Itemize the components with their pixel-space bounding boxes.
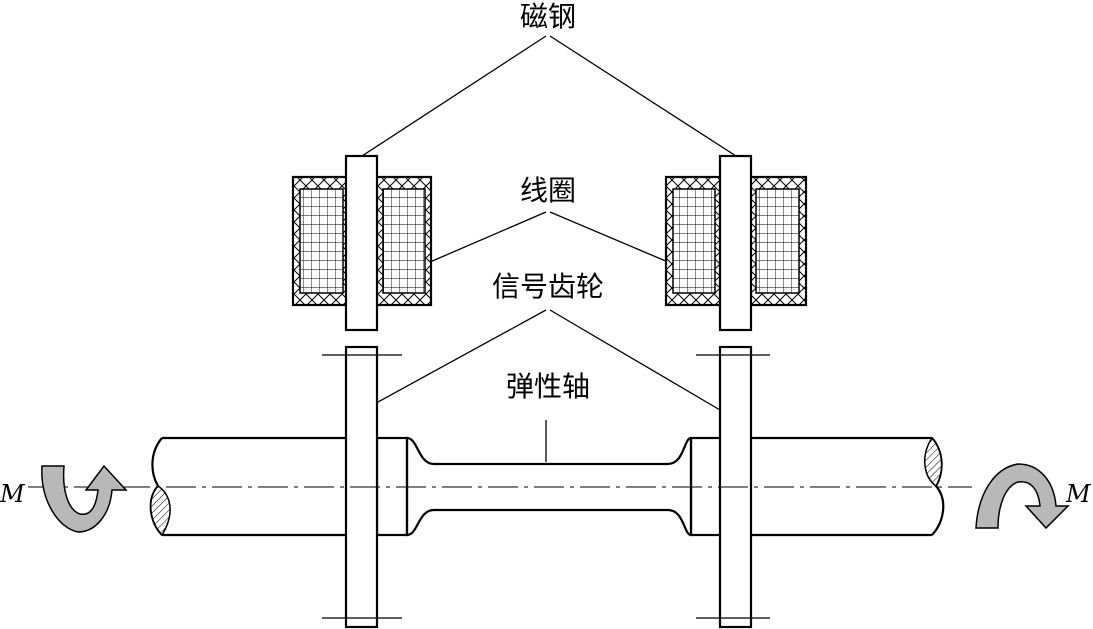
magnet-leader-lines [361, 35, 737, 157]
torque-left-label: M [0, 480, 26, 508]
right-shaft-section-hatch [924, 436, 943, 488]
right-coil-winding-b [755, 188, 800, 294]
left-magnet [344, 154, 379, 332]
right-magnet [718, 154, 753, 332]
left-coil-winding-b [382, 188, 426, 294]
right-pickup [664, 154, 808, 332]
coil-label: 线圈 [520, 174, 576, 207]
torque-right-arrow-icon [975, 463, 1070, 530]
gear-label: 信号齿轮 [492, 270, 604, 303]
left-coil-winding-a [299, 188, 344, 294]
torque-right-label: M [1065, 480, 1092, 508]
torque-left-arrow-icon [41, 464, 128, 533]
shaft-label: 弹性轴 [506, 370, 590, 403]
coil-leader-lines [429, 211, 669, 263]
left-pickup [291, 154, 433, 332]
magnet-label: 磁钢 [520, 0, 576, 33]
right-coil-winding-a [672, 188, 716, 294]
shaft-assembly [28, 345, 972, 629]
gear-leader-lines [377, 309, 721, 411]
left-shaft-section-hatch [150, 485, 171, 537]
